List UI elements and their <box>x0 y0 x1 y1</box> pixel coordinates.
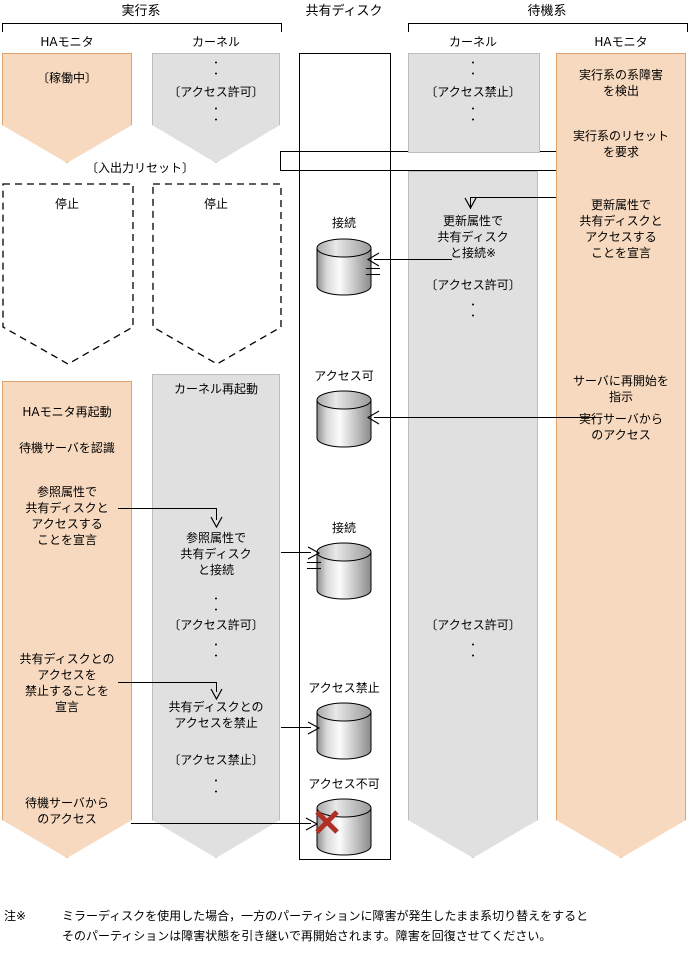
standby-ha-declare-update: 更新属性で 共有ディスクと アクセスする ことを宣言 <box>579 198 663 260</box>
group-title-standby: 待機系 <box>527 4 567 19</box>
group-bracket-active <box>2 23 282 32</box>
column-title-standby-kernel: カーネル <box>448 35 497 49</box>
disk-access-deny-icon <box>316 702 372 760</box>
standby-ha-detect-fault: 実行系の系障害 を検出 <box>578 68 663 98</box>
active-kernel-access-allowed: 〔アクセス許可〕 <box>168 85 264 99</box>
active-kernel-forbid-access: 共有ディスクとの アクセスを禁止 <box>168 700 264 730</box>
connector-declare-to-kernel-h <box>470 197 556 198</box>
group-bracket-standby <box>408 23 688 32</box>
shared-disk-lane <box>299 53 391 860</box>
lane-standby-ha <box>556 53 686 858</box>
connector-reset-vertical-left <box>280 151 281 170</box>
active-ha-standby-access: 待機サーバから のアクセス <box>25 796 109 826</box>
arrowhead-forbid-down <box>210 688 223 700</box>
active-ha-state-stopped: 停止 <box>54 197 79 211</box>
active-kernel-access-allowed2: 〔アクセス許可〕 <box>168 618 264 632</box>
active-kernel-connect-ref: 参照属性で 共有ディスク と接続 <box>180 531 252 577</box>
connector-forbid-h <box>118 682 216 683</box>
footnote-text: ミラーディスクを使用した場合，一方のパーティションに障害が発生したまま系切り替え… <box>62 909 589 943</box>
active-kernel-access-forbidden: 〔アクセス禁止〕 <box>168 753 264 767</box>
standby-kernel-access-allowed2: 〔アクセス許可〕 <box>425 618 521 632</box>
connector-reset-lower <box>280 170 616 171</box>
standby-kernel-access-forbidden: 〔アクセス禁止〕 <box>425 85 521 99</box>
standby-kernel-connect-update: 更新属性で 共有ディスク と接続※ <box>437 214 509 260</box>
active-kernel-state-stopped: 停止 <box>203 197 228 211</box>
disk-label-connect-1: 接続 <box>331 216 356 230</box>
disk-access-ok-icon <box>316 390 372 448</box>
standby-kernel-dots-1: ･･ <box>469 56 476 81</box>
connector-disk1-tick-a <box>366 268 380 269</box>
standby-kernel-dots-4: ･･ <box>469 638 476 663</box>
x-mark-icon <box>315 810 339 834</box>
arrowhead-disk2-left <box>366 410 380 425</box>
active-kernel-dots-bottom: ･･ <box>212 102 219 127</box>
connector-activekernel-to-disk3 <box>281 552 311 553</box>
arrowhead-disk3-right <box>307 546 321 560</box>
arrowhead-declareref-down <box>210 516 223 528</box>
connector-activeha-to-disk5 <box>131 823 311 824</box>
active-ha-state-running: 〔稼働中〕 <box>36 71 97 85</box>
disk-label-access-deny: アクセス禁止 <box>308 681 380 695</box>
connector-disk3-tick-b <box>307 568 321 569</box>
connector-forbid-v <box>216 682 217 692</box>
disk-label-access-ok: アクセス可 <box>314 369 374 383</box>
standby-kernel-dots-2: ･･ <box>469 102 476 127</box>
disk-label-connect-2: 接続 <box>331 521 356 535</box>
lane-active-kernel-stopped <box>152 183 282 365</box>
standby-kernel-access-allowed: 〔アクセス許可〕 <box>425 278 521 292</box>
active-ha-restart: HAモニタ再起動 <box>22 405 112 419</box>
io-reset-label: 〔入出力リセット〕 <box>85 161 194 175</box>
connector-declareref-v <box>216 508 217 520</box>
connector-disk1-tick-b <box>366 274 380 275</box>
column-title-active-ha: HAモニタ <box>40 35 94 49</box>
disk-connect-1-icon <box>316 238 372 296</box>
group-title-shared: 共有ディスク <box>305 4 383 19</box>
lane-active-ha-restart <box>2 381 132 858</box>
arrowhead-disk4-right <box>307 721 321 735</box>
arrowhead-disk1-left <box>366 252 380 267</box>
lane-standby-kernel-2 <box>408 171 538 858</box>
connector-standbyha-to-disk2 <box>374 417 596 418</box>
disk-label-access-x: アクセス不可 <box>308 777 380 791</box>
active-ha-recognize: 待機サーバを認識 <box>19 441 115 455</box>
active-kernel-dots-top: ･･ <box>212 56 219 81</box>
disk-connect-2-icon <box>316 542 372 600</box>
lane-standby-kernel-1 <box>408 53 540 153</box>
connector-declareref-h <box>118 508 216 509</box>
active-kernel-restart: カーネル再起動 <box>173 382 258 396</box>
standby-ha-instruct-restart: サーバに再開始を 指示 <box>573 374 669 404</box>
standby-kernel-dots-3: ･･ <box>469 298 476 323</box>
active-kernel-dots-mid2: ･･ <box>212 638 219 663</box>
connector-kernel-to-disk1 <box>374 259 452 260</box>
column-title-active-kernel: カーネル <box>191 35 240 49</box>
connector-disk3-tick-a <box>307 562 321 563</box>
standby-ha-request-reset: 実行系のリセット を要求 <box>572 129 669 159</box>
footnote-marker: 注※ <box>4 909 27 923</box>
column-title-standby-ha: HAモニタ <box>594 35 648 49</box>
lane-active-kernel-restart <box>152 374 280 858</box>
arrowhead-disk5-right <box>305 817 319 831</box>
connector-activekernel-to-disk4 <box>281 727 311 728</box>
standby-ha-active-access: 実行サーバから のアクセス <box>579 412 663 442</box>
group-title-active: 実行系 <box>121 4 161 19</box>
active-ha-declare-ref: 参照属性で 共有ディスクと アクセスする ことを宣言 <box>25 485 109 547</box>
active-kernel-dots-bottom2: ･･ <box>212 774 219 799</box>
active-ha-declare-forbid: 共有ディスクとの アクセスを 禁止することを 宣言 <box>19 652 115 714</box>
connector-declare-to-kernel-v <box>470 197 471 209</box>
lane-active-ha-stopped <box>2 183 134 365</box>
active-kernel-dots-mid: ･･ <box>212 592 219 617</box>
